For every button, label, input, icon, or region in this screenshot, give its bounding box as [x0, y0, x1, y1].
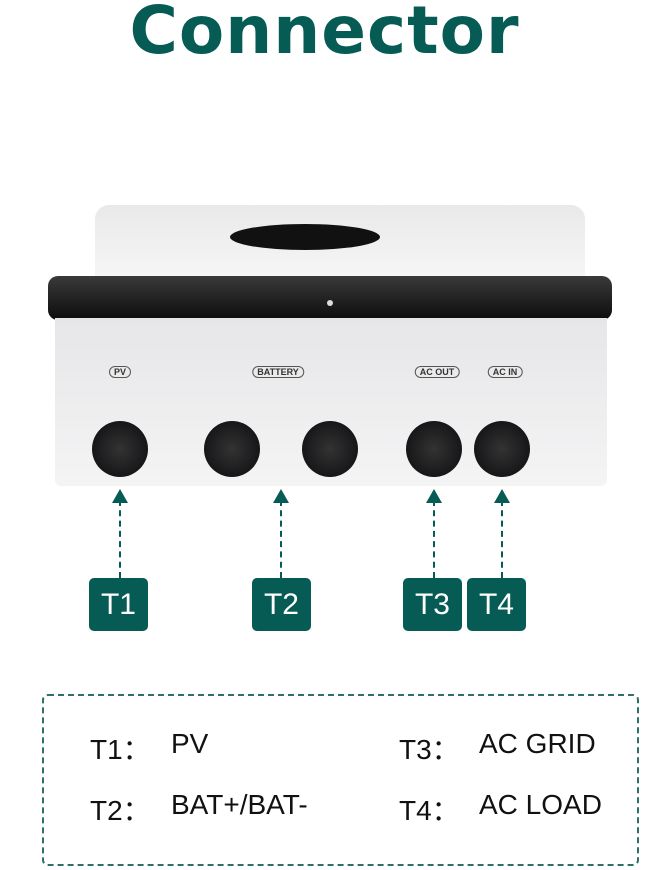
pv-connector	[92, 421, 148, 477]
panel-label-ac-out: AC OUT	[414, 366, 460, 378]
battery-negative-connector	[302, 421, 358, 477]
arrow-up-icon	[112, 489, 128, 503]
page-title: Connector	[129, 0, 520, 69]
panel-label-battery: BATTERY	[252, 366, 304, 378]
ac-out-connector	[406, 421, 462, 477]
legend-key-t3: T3：	[399, 734, 460, 765]
legend-value-t2: BAT+/BAT-	[171, 789, 308, 820]
device-display	[230, 224, 380, 250]
tag-t2: T2	[252, 578, 311, 631]
legend-value-t3: AC GRID	[479, 728, 596, 759]
ac-in-connector	[474, 421, 530, 477]
arrow-up-icon	[494, 489, 510, 503]
battery-positive-connector	[204, 421, 260, 477]
legend-key-t4: T4：	[399, 795, 460, 826]
legend-key-t2: T2：	[90, 795, 151, 826]
legend-value-t1: PV	[171, 728, 209, 759]
dashed-pointer-line	[280, 500, 282, 578]
tag-t1: T1	[89, 578, 148, 631]
status-led-icon	[327, 300, 333, 306]
device-front-band	[48, 276, 612, 320]
tag-t3: T3	[403, 578, 462, 631]
dashed-pointer-line	[119, 500, 121, 578]
tag-t4: T4	[467, 578, 526, 631]
legend-value-t4: AC LOAD	[479, 789, 602, 820]
arrow-up-icon	[273, 489, 289, 503]
dashed-pointer-line	[501, 500, 503, 578]
panel-label-pv: PV	[108, 366, 132, 378]
panel-label-ac-in: AC IN	[487, 366, 523, 378]
arrow-up-icon	[426, 489, 442, 503]
legend-key-t1: T1：	[90, 734, 151, 765]
legend-box	[42, 694, 639, 866]
dashed-pointer-line	[433, 500, 435, 578]
